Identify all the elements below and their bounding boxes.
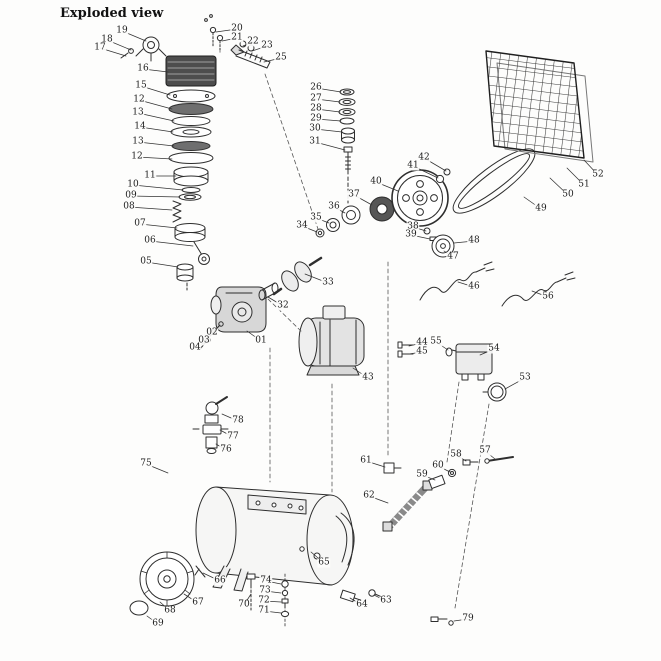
leader-line-07 — [139, 223, 178, 229]
leader-line-79 — [453, 618, 469, 622]
leader-line-19 — [121, 30, 147, 42]
alignment-lines — [264, 73, 490, 609]
leader-line-72 — [263, 600, 282, 603]
leader-line-75 — [145, 463, 169, 474]
leader-line-48 — [453, 240, 475, 244]
leader-line-60 — [437, 465, 451, 473]
leader-line-09 — [130, 195, 181, 198]
bearing-seal-train — [315, 196, 395, 238]
regulator-assembly — [192, 396, 229, 454]
leader-line-18 — [106, 39, 132, 51]
leader-line-71 — [263, 610, 282, 614]
discharge-hose — [382, 480, 433, 532]
tank — [195, 486, 355, 592]
leader-line-17 — [99, 47, 127, 57]
leader-line-69 — [146, 615, 159, 625]
leader-line-50 — [549, 177, 569, 196]
leader-line-66 — [202, 572, 221, 582]
leader-line-49 — [523, 196, 542, 210]
belt-guard — [485, 50, 594, 163]
page-title: Exploded view — [60, 6, 164, 21]
leader-line-31 — [314, 141, 346, 151]
leader-line-16 — [142, 68, 169, 73]
drain-parts — [246, 573, 454, 627]
leader-line-27 — [315, 98, 341, 103]
leader-line-39 — [410, 234, 431, 240]
leader-line-15 — [140, 85, 171, 96]
cylinder-head — [165, 55, 217, 87]
head-bolts — [120, 14, 224, 59]
leader-line-03 — [203, 332, 214, 342]
leader-line-53 — [504, 377, 526, 390]
leader-line-05 — [145, 261, 179, 268]
leader-line-25 — [263, 57, 282, 63]
crankshaft — [258, 256, 323, 301]
leader-line-37 — [353, 194, 373, 206]
axle-bracket — [194, 565, 206, 578]
leader-line-38 — [412, 226, 427, 232]
leader-line-08 — [128, 206, 173, 211]
gasket-valve-stack — [166, 89, 216, 291]
leader-line-14 — [139, 126, 174, 133]
leader-line-12 — [136, 156, 173, 160]
leader-line-42 — [423, 157, 447, 172]
motor-bolts — [397, 341, 414, 358]
leader-line-73 — [264, 590, 282, 594]
leader-line-28 — [315, 108, 341, 113]
pressure-switch — [445, 343, 493, 381]
air-filter-parts — [338, 88, 356, 204]
leader-line-29 — [315, 118, 342, 122]
leader-line-34 — [301, 225, 318, 233]
pipe-fitting — [230, 40, 271, 69]
leader-line-46 — [457, 281, 475, 288]
leader-line-10 — [132, 184, 184, 191]
leader-line-70 — [243, 593, 252, 606]
leader-line-61 — [365, 460, 386, 468]
leader-line-13 — [137, 112, 175, 122]
leader-line-74 — [265, 580, 282, 585]
leader-line-06 — [149, 240, 194, 247]
leader-line-26 — [315, 87, 342, 93]
leader-line-13 — [137, 141, 175, 147]
pressure-gauge — [482, 382, 507, 402]
crankcase-bolts — [199, 321, 224, 350]
check-valve-parts — [383, 456, 514, 489]
leader-line-35 — [315, 217, 330, 224]
leader-line-78 — [221, 413, 239, 422]
leader-line-51 — [566, 167, 585, 186]
leader-line-12 — [138, 99, 173, 110]
leader-line-58 — [455, 454, 467, 462]
flywheel — [391, 169, 449, 227]
power-cable-plug — [501, 271, 576, 307]
leader-line-77 — [219, 429, 234, 438]
leader-line-20 — [215, 28, 238, 33]
leader-line-04 — [194, 340, 208, 349]
leader-line-55 — [435, 341, 449, 351]
pulley — [431, 234, 455, 258]
leader-line-52 — [583, 159, 599, 176]
leader-line-30 — [314, 128, 343, 133]
leader-line-62 — [368, 495, 389, 504]
crankcase — [210, 286, 267, 333]
power-cable — [419, 261, 495, 301]
wheel — [139, 551, 195, 607]
leader-line-21 — [221, 37, 238, 42]
hub-cap — [129, 600, 149, 616]
leader-line-45 — [408, 351, 423, 355]
leader-line-59 — [421, 474, 436, 481]
unloader-part — [135, 36, 167, 62]
motor — [298, 305, 365, 376]
leader-line-57 — [484, 450, 496, 460]
